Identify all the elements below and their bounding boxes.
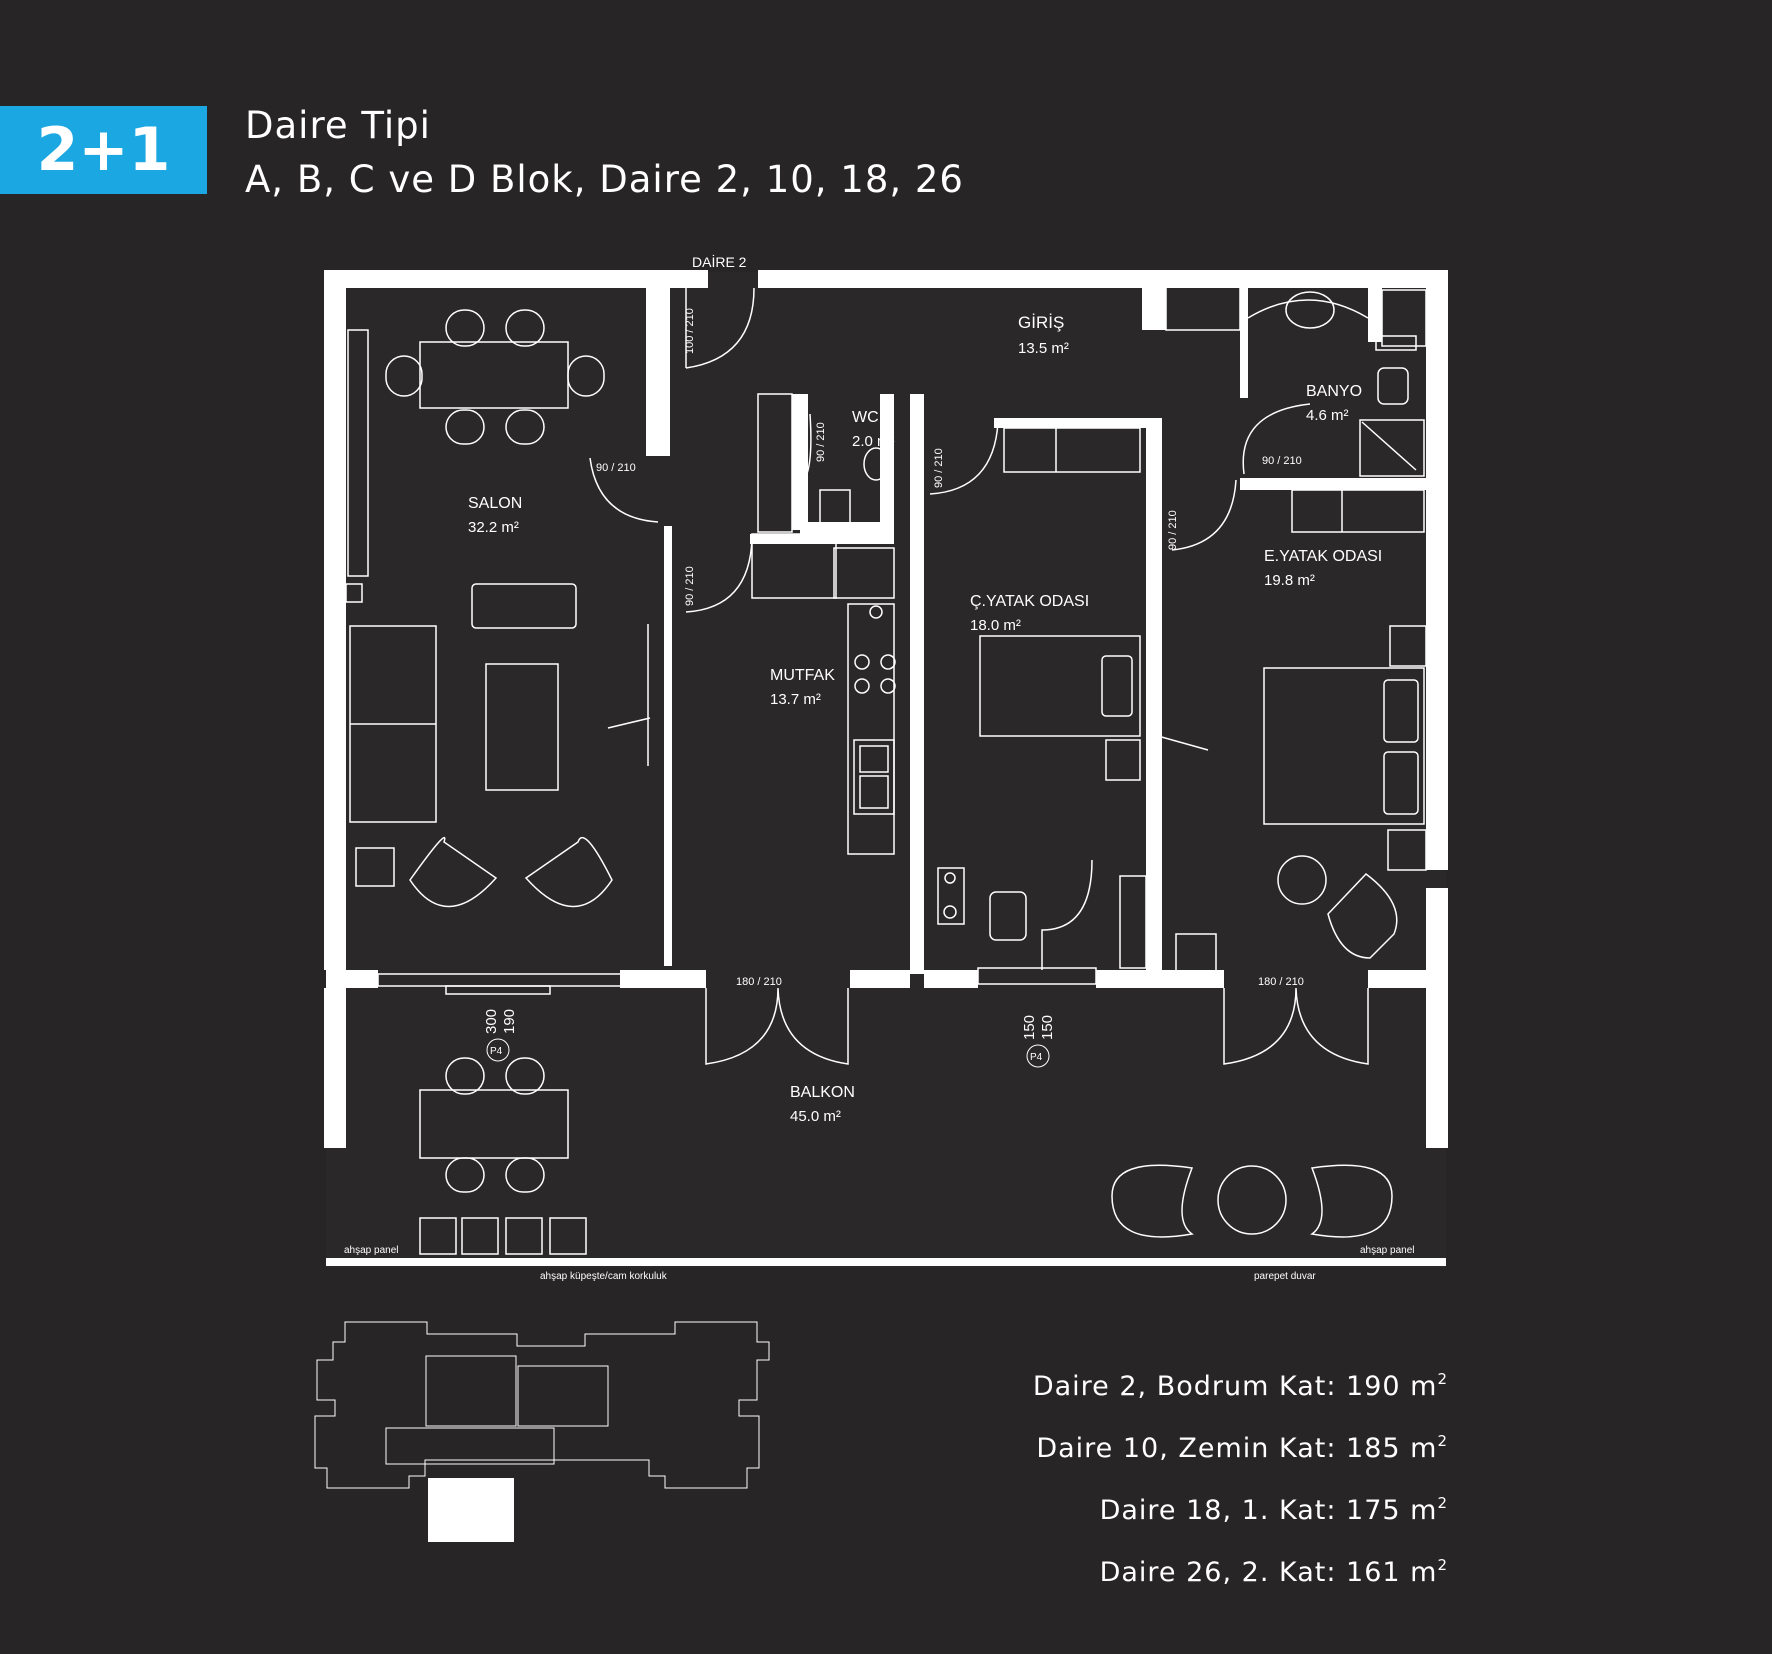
room-name-cyatak: Ç.YATAK ODASI bbox=[970, 593, 1089, 610]
area-item: Daire 10, Zemin Kat: 185 m2 bbox=[1036, 1432, 1448, 1464]
area-item: Daire 18, 1. Kat: 175 m2 bbox=[1099, 1494, 1448, 1526]
area-item: Daire 2, Bodrum Kat: 190 m2 bbox=[1032, 1370, 1448, 1402]
window-tag-circle bbox=[1026, 1044, 1050, 1068]
page-subtitle: A, B, C ve D Blok, Daire 2, 10, 18, 26 bbox=[245, 158, 964, 201]
room-area-balkon: 45.0 m² bbox=[790, 1108, 841, 1125]
room-name-banyo: BANYO bbox=[1306, 383, 1362, 400]
area-list: Daire 2, Bodrum Kat: 190 m2 Daire 10, Ze… bbox=[1033, 1352, 1448, 1600]
door-size-label: 90 / 210 bbox=[596, 462, 636, 474]
door-size-label: 90 / 210 bbox=[1167, 510, 1179, 550]
room-name-salon: SALON bbox=[468, 495, 522, 512]
window-size-bottom: 190 bbox=[501, 1009, 518, 1034]
door-size-label: 100 / 210 bbox=[684, 308, 696, 354]
note-panel-right: ahşap panel bbox=[1360, 1245, 1415, 1256]
furniture bbox=[345, 285, 1427, 1255]
room-area-cyatak: 18.0 m² bbox=[970, 617, 1021, 634]
window-size-top: 150 bbox=[1021, 1015, 1038, 1040]
page-title: Daire Tipi bbox=[245, 104, 431, 147]
window-size-top: 300 bbox=[483, 1009, 500, 1034]
room-name-balkon: BALKON bbox=[790, 1084, 855, 1101]
note-parapet: parepet duvar bbox=[1254, 1271, 1316, 1282]
room-area-mutfak: 13.7 m² bbox=[770, 691, 821, 708]
door-size-label: 90 / 210 bbox=[933, 448, 945, 488]
door-size-label: 180 / 210 bbox=[1258, 976, 1304, 988]
window-tag: P4 bbox=[1030, 1052, 1043, 1063]
door-size-label: 90 / 210 bbox=[1262, 455, 1302, 467]
unit-label: DAİRE 2 bbox=[692, 253, 747, 270]
walls bbox=[324, 270, 1448, 1266]
key-plan-highlight bbox=[428, 1478, 514, 1542]
apartment-type-badge: 2+1 bbox=[0, 106, 207, 194]
door-size-label: 90 / 210 bbox=[815, 422, 827, 462]
door-size-label: 180 / 210 bbox=[736, 976, 782, 988]
room-name-wc: WC bbox=[852, 409, 879, 426]
room-area-banyo: 4.6 m² bbox=[1306, 407, 1349, 424]
room-area-salon: 32.2 m² bbox=[468, 519, 519, 536]
room-name-eyatak: E.YATAK ODASI bbox=[1264, 548, 1382, 565]
note-panel-left: ahşap panel bbox=[344, 1245, 399, 1256]
key-plan bbox=[314, 1321, 770, 1489]
room-area-giris: 13.5 m² bbox=[1018, 340, 1069, 357]
window-size-bottom: 150 bbox=[1039, 1015, 1056, 1040]
note-railing: ahşap küpeşte/cam korkuluk bbox=[540, 1271, 668, 1282]
room-name-giris: GİRİŞ bbox=[1018, 313, 1064, 332]
room-area-eyatak: 19.8 m² bbox=[1264, 572, 1315, 589]
window-tag: P4 bbox=[490, 1046, 503, 1057]
door-size-label: 90 / 210 bbox=[684, 566, 696, 606]
area-item: Daire 26, 2. Kat: 161 m2 bbox=[1099, 1556, 1448, 1588]
room-area-wc: 2.0 m² bbox=[852, 433, 895, 450]
room-name-mutfak: MUTFAK bbox=[770, 667, 835, 684]
window-tag-circle bbox=[486, 1038, 510, 1062]
